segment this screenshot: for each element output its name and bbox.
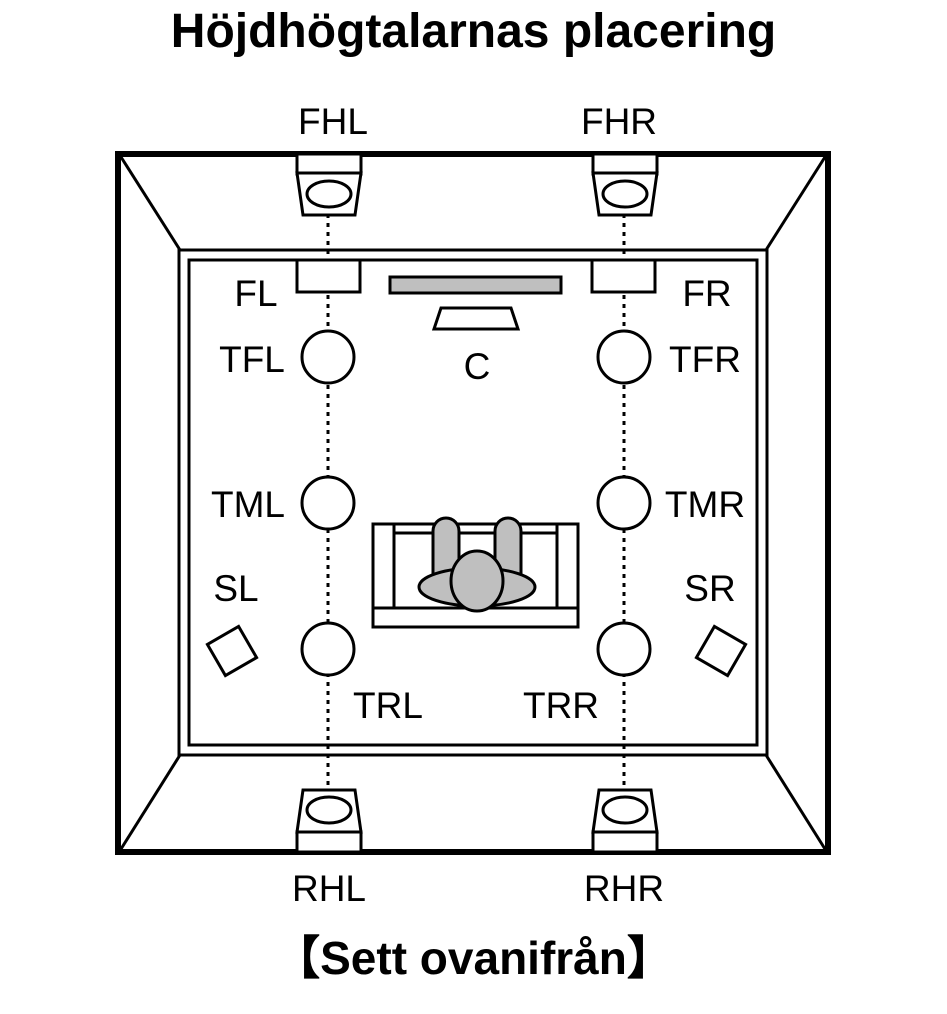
sl-speaker [205, 624, 259, 678]
fr-speaker [590, 258, 657, 294]
fhl-speaker [295, 152, 363, 217]
sr-speaker [694, 624, 748, 678]
center-speaker [431, 306, 521, 331]
rhl-speaker [295, 788, 363, 854]
view-caption: 【Sett ovanifrån】 [274, 932, 673, 984]
label-sr: SR [684, 568, 735, 609]
fhr-speaker [591, 152, 659, 217]
label-rhr: RHR [584, 868, 664, 909]
label-fl: FL [234, 273, 277, 314]
room-inner-wall-inner [187, 258, 759, 747]
tml-speaker [300, 475, 356, 531]
label-tmr: TMR [665, 484, 745, 525]
label-rhl: RHL [292, 868, 366, 909]
room-perspective-lines [119, 156, 827, 850]
tfr-speaker [596, 329, 652, 385]
label-tml: TML [211, 484, 285, 525]
trl-speaker [300, 621, 356, 677]
label-fhr: FHR [581, 101, 657, 142]
label-fhl: FHL [298, 101, 368, 142]
label-trl: TRL [353, 685, 423, 726]
label-tfr: TFR [669, 339, 741, 380]
trr-speaker [596, 621, 652, 677]
room-outer-wall [115, 151, 831, 855]
tv-screen [388, 275, 563, 295]
rhr-speaker [591, 788, 659, 854]
listener-head [449, 549, 505, 613]
tfl-speaker [300, 329, 356, 385]
fl-speaker [295, 258, 362, 294]
label-fr: FR [682, 273, 731, 314]
label-trr: TRR [523, 685, 599, 726]
diagram-title: Höjdhögtalarnas placering [170, 5, 777, 58]
label-sl: SL [213, 568, 258, 609]
listener-on-sofa [371, 516, 580, 629]
room-inner-wall-outer [177, 248, 769, 757]
label-c: C [464, 346, 491, 387]
tmr-speaker [596, 475, 652, 531]
label-tfl: TFL [219, 339, 285, 380]
